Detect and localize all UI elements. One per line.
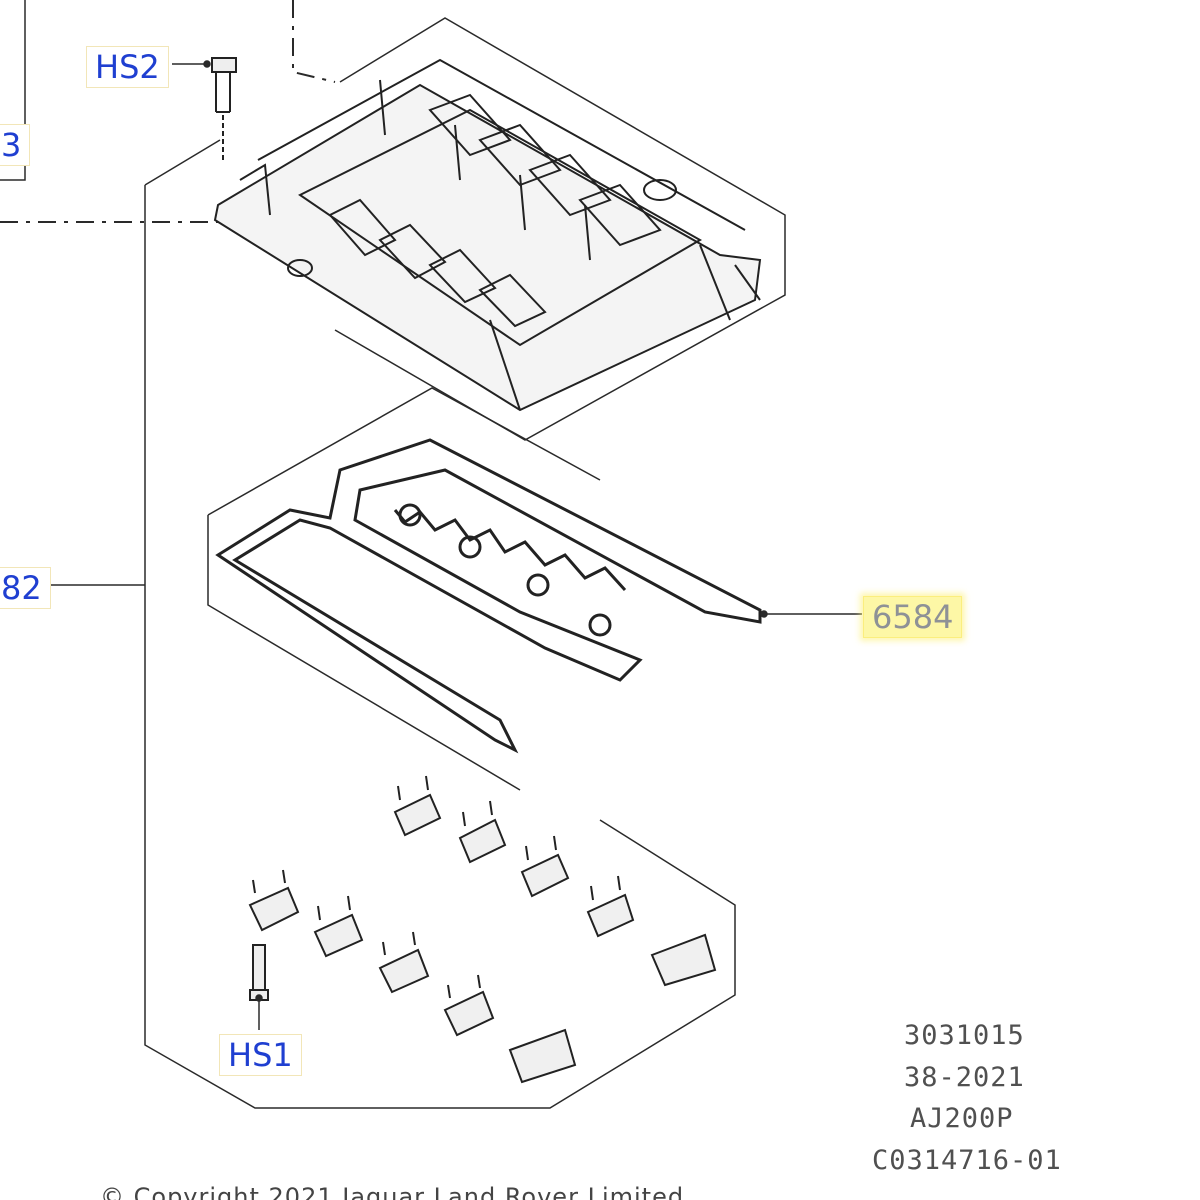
bolt-hs2	[211, 57, 237, 160]
camshaft-bearing-caps	[248, 775, 717, 1084]
leader-lines	[172, 60, 862, 1030]
gasket-group-outline	[207, 387, 601, 791]
callout-hs2[interactable]: HS2	[86, 46, 169, 88]
diagram-code-2: 38-2021	[904, 1062, 1025, 1093]
cylinder-head-cover	[213, 58, 762, 412]
copyright-notice: © Copyright 2021 Jaguar Land Rover Limit…	[100, 1183, 685, 1200]
diagram-code-1: 3031015	[904, 1020, 1025, 1051]
callout-left-top[interactable]: 3	[0, 124, 31, 166]
diagram-code-4: C0314716-01	[872, 1145, 1062, 1176]
bolt-hs1	[249, 944, 269, 1001]
rocker-cover-gasket	[215, 438, 762, 754]
left-border-lines	[0, 0, 145, 586]
callout-gasket-highlighted[interactable]: 6584	[863, 596, 963, 638]
diagram-code-3: AJ200P	[910, 1103, 1014, 1134]
callout-hs1[interactable]: HS1	[219, 1034, 302, 1076]
callout-left-mid[interactable]: 82	[0, 567, 51, 609]
assembly-outline	[144, 139, 736, 1109]
